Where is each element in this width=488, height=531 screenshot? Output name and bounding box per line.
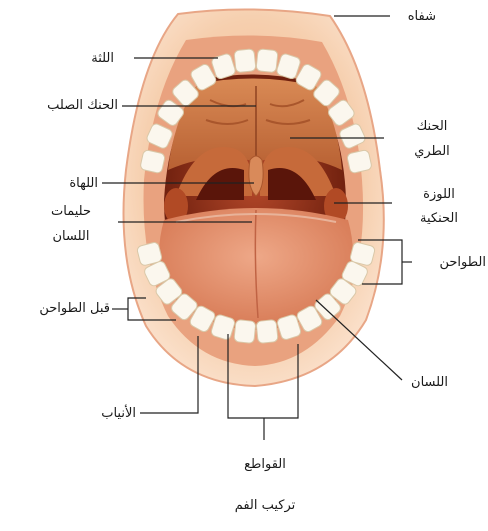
label-tonsil-1: اللوزة <box>404 186 474 203</box>
upper-tooth <box>346 149 372 173</box>
label-incisors: القواطع <box>230 456 300 473</box>
upper-tooth <box>140 149 166 173</box>
label-premolars: قبل الطواحن <box>39 300 110 317</box>
label-papillae-2: اللسان <box>36 228 106 245</box>
label-soft-palate-1: الحنك <box>402 118 462 135</box>
label-lips: شفاه <box>408 8 436 25</box>
diagram-caption: تركيب الفم <box>210 497 320 514</box>
upper-tooth <box>234 49 256 73</box>
label-tongue: اللسان <box>411 374 448 391</box>
label-papillae-1: حليمات <box>36 203 106 220</box>
label-hard-palate: الحنك الصلب <box>47 97 118 114</box>
label-canines: الأنياب <box>101 405 136 422</box>
label-soft-palate-2: الطري <box>402 143 462 160</box>
label-uvula: اللهاة <box>69 175 98 192</box>
label-tonsil-2: الحنكية <box>404 210 474 227</box>
label-molars: الطواحن <box>440 254 487 271</box>
label-gums: اللثة <box>91 50 114 67</box>
lower-tooth <box>256 320 278 344</box>
lower-tooth <box>234 320 256 344</box>
upper-tooth <box>256 49 278 73</box>
